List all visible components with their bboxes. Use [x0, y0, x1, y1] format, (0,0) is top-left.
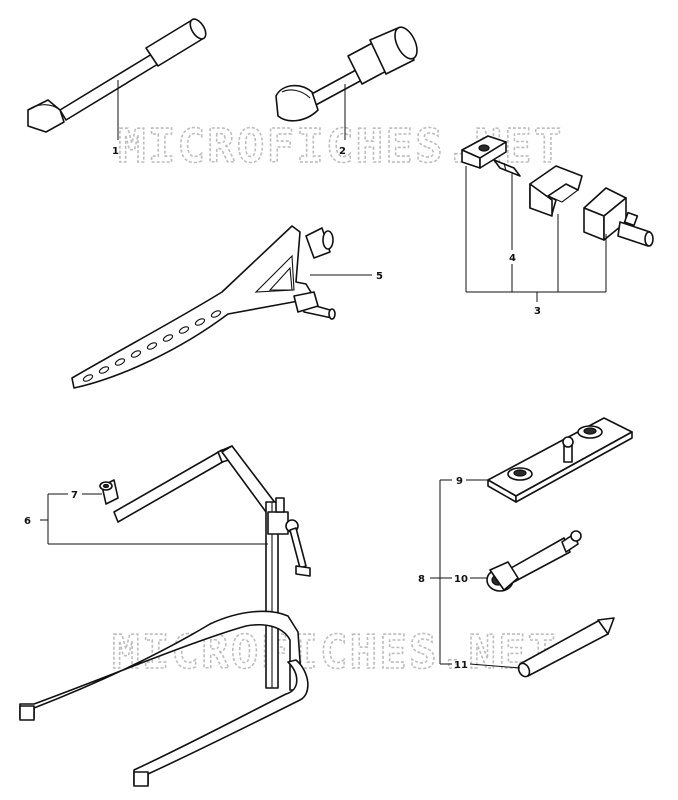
callout-11: 11 — [454, 660, 468, 671]
callout-6: 6 — [24, 516, 31, 527]
callout-8: 8 — [418, 574, 425, 585]
part-10-slide-hammer — [486, 530, 582, 592]
callout-1: 1 — [112, 146, 119, 157]
part-1-drift-tool — [27, 18, 207, 133]
part-2-puller-tool — [275, 26, 418, 122]
part-9-base-plate — [487, 417, 633, 503]
callout-7: 7 — [71, 490, 78, 501]
callout-4: 4 — [509, 253, 516, 264]
part-11-drift-pin — [517, 617, 615, 678]
leader-lines — [40, 80, 607, 669]
watermark-bottom: MICROFICHES.NET — [112, 625, 557, 679]
part-5-holding-bracket — [71, 225, 336, 389]
part-3-block-set — [461, 135, 654, 247]
callout-10: 10 — [454, 574, 468, 585]
part-6-engine-stand — [19, 445, 311, 787]
callout-3: 3 — [534, 306, 541, 317]
part-4-pin — [493, 159, 521, 177]
callout-5: 5 — [376, 271, 383, 282]
callout-9: 9 — [456, 476, 463, 487]
callout-2: 2 — [339, 146, 346, 157]
